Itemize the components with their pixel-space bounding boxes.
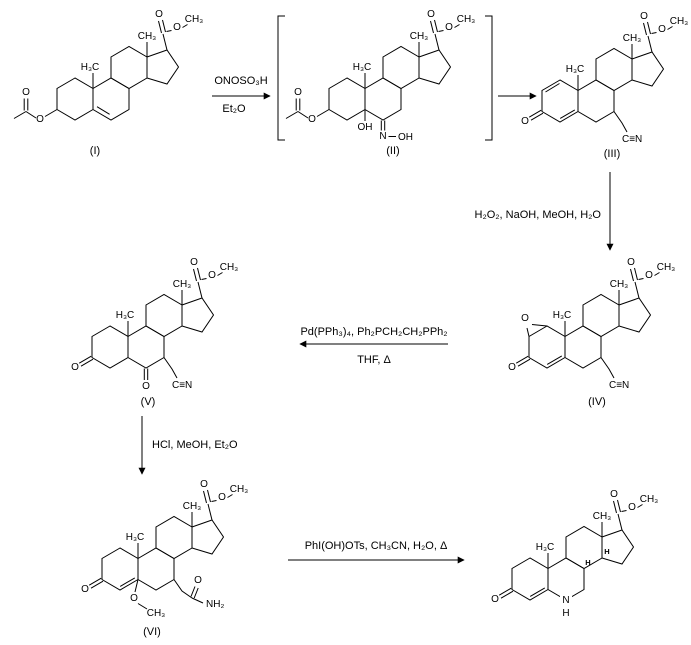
structure-III: O O CH₃ CH₃ H₃C O C≡N [521, 11, 688, 145]
ester-carbonyl-o-label: O [190, 257, 198, 268]
c13-methyl-label: CH₃ [173, 279, 192, 290]
oxime-hydroxyl-label: OH [398, 132, 413, 143]
ring-nitrogen-label: N [562, 595, 569, 606]
c13-methyl-label: CH₃ [138, 31, 157, 42]
structure-label-II: (II) [386, 145, 399, 157]
ketone-o-label: O [71, 362, 79, 373]
structure-VI: O O CH₃ CH₃ H₃C O O CH₃ O NH₂ [81, 479, 248, 619]
steroid-nucleus [541, 21, 673, 123]
acetoxy-o-label: O [36, 114, 44, 125]
stereo-h-label: H [604, 547, 609, 556]
structure-label-IV: (IV) [588, 396, 606, 408]
ester-o-label: O [628, 502, 636, 513]
ester-o-label: O [173, 22, 181, 33]
steroid-nucleus [56, 19, 188, 121]
steroid-nucleus [528, 267, 660, 369]
nitrile-label: C≡N [622, 134, 642, 145]
ester-methyl-label: CH₃ [457, 14, 476, 25]
ester-methyl-label: CH₃ [640, 494, 659, 505]
c13-methyl-label: CH₃ [623, 33, 642, 44]
structure-label-VI: (VI) [143, 626, 161, 638]
nh-hydrogen-label: H [562, 608, 569, 619]
enone-o-label: O [491, 594, 499, 605]
steroid-nucleus [91, 267, 223, 369]
reagent-step1-line1: ONOSO₃H [214, 75, 267, 87]
ester-carbonyl-o-label: O [640, 11, 648, 22]
structure-final-product: O O CH₃ CH₃ H₃C O N H H H [491, 489, 658, 619]
second-ketone-o-label: O [142, 381, 150, 392]
c13-methyl-label: CH₃ [610, 279, 629, 290]
ester-o-label: O [658, 24, 666, 35]
ketone-o-label: O [508, 362, 516, 373]
c13-methyl-label: CH₃ [183, 501, 202, 512]
structure-II: O O CH₃ CH₃ H₃C O O OH N OH [285, 9, 476, 143]
bond-overlay-III [528, 83, 628, 133]
ester-carbonyl-o-label: O [200, 479, 208, 490]
ester-o-label: O [218, 492, 226, 503]
structure-IV: O O CH₃ CH₃ H₃C O O C≡N [508, 257, 675, 391]
c13-methyl-label: CH₃ [593, 511, 612, 522]
structure-label-I: (I) [90, 145, 100, 157]
ester-methyl-label: CH₃ [185, 14, 204, 25]
reagent-step1-line2: Et₂O [222, 103, 246, 115]
ester-methyl-label: CH₃ [657, 262, 676, 273]
acetoxy-carbonyl-o-label: O [22, 87, 30, 98]
c10-methyl-label: H₃C [353, 62, 372, 73]
c5-hydroxyl-label: OH [358, 122, 373, 133]
ester-carbonyl-o-label: O [627, 257, 635, 268]
stereo-h-label: H [585, 558, 590, 567]
methoxy-methyl-label: CH₃ [147, 608, 166, 619]
c10-methyl-label: H₃C [126, 532, 145, 543]
reagent-step3-line2: THF, Δ [357, 354, 391, 366]
ester-methyl-label: CH₃ [670, 16, 689, 27]
structure-I: O O CH₃ CH₃ H₃C O O [13, 9, 204, 125]
steroid-nucleus [101, 489, 233, 591]
ketone-o-label: O [521, 116, 529, 127]
ester-methyl-label: CH₃ [230, 484, 249, 495]
acetoxy-carbonyl-o-label: O [294, 87, 302, 98]
steroid-nucleus [511, 499, 643, 601]
ester-o-label: O [208, 270, 216, 281]
ring-n-mask [560, 592, 572, 605]
ester-carbonyl-o-label: O [427, 9, 435, 20]
ester-methyl-label: CH₃ [220, 262, 239, 273]
c13-methyl-label: CH₃ [410, 31, 429, 42]
acetoxy-o-label: O [308, 114, 316, 125]
reagent-step3-line1: Pd(PPh₃)₄, Ph₂PCH₂CH₂PPh₂ [300, 326, 447, 338]
amide-o-label: O [194, 575, 202, 586]
methoxy-o-label: O [130, 593, 138, 604]
structure-label-V: (V) [141, 396, 156, 408]
right-bracket [485, 15, 493, 141]
ester-o-label: O [645, 270, 653, 281]
ester-carbonyl-o-label: O [610, 489, 618, 500]
reagent-step2: H₂O₂, NaOH, MeOH, H₂O [475, 209, 602, 221]
c10-methyl-label: H₃C [566, 64, 585, 75]
structure-label-III: (III) [604, 148, 621, 160]
left-bracket [277, 15, 285, 141]
reagent-step4: HCl, MeOH, Et₂O [152, 439, 238, 451]
enone-o-label: O [81, 584, 89, 595]
ester-carbonyl-o-label: O [155, 9, 163, 20]
c10-methyl-label: H₃C [116, 310, 135, 321]
nitrile-label: C≡N [172, 380, 192, 391]
structure-V: O O CH₃ CH₃ H₃C O O C≡N [71, 257, 238, 392]
amide-nh2-label: NH₂ [206, 599, 224, 610]
c10-methyl-label: H₃C [81, 62, 100, 73]
steroid-nucleus [328, 19, 460, 121]
bond-overlay-I [13, 98, 110, 119]
bond-overlay-VI [88, 577, 204, 610]
c10-methyl-label: H₃C [536, 542, 555, 553]
ester-o-label: O [445, 22, 453, 33]
epoxide-o-label: O [521, 313, 529, 324]
reagent-step5: PhI(OH)OTs, CH₃CN, H₂O, Δ [305, 540, 448, 552]
bond-overlay-V [78, 355, 178, 380]
bond-overlay-final [498, 587, 546, 599]
bond-overlay-II [285, 98, 396, 137]
c10-methyl-label: H₃C [553, 310, 572, 321]
oxime-n-label: N [379, 131, 386, 142]
nitrile-label: C≡N [609, 380, 629, 391]
bond-overlay-IV [515, 324, 615, 379]
